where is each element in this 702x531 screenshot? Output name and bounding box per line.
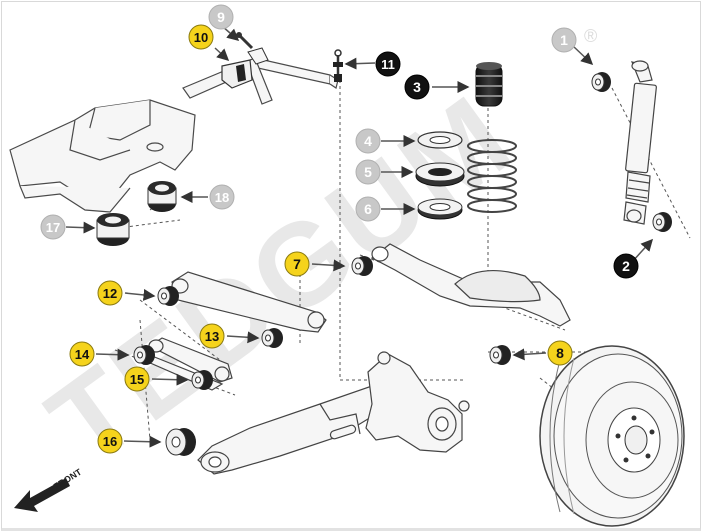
callout-badge <box>375 51 401 77</box>
spring-bearing <box>415 162 465 187</box>
callout-number: 14 <box>75 347 90 362</box>
spring-seat-upper <box>417 131 463 149</box>
subframe <box>9 99 196 213</box>
lower-link-outer-bushing <box>191 370 213 390</box>
callout-number: 3 <box>413 79 421 95</box>
callout-14: 14 <box>69 341 95 367</box>
callout-8: 8 <box>547 340 573 366</box>
callout-17: 17 <box>40 214 66 240</box>
spring-bump-stop <box>475 62 503 107</box>
callout-badge <box>209 184 235 210</box>
callout-2: 2 <box>613 253 639 279</box>
callout-number: 18 <box>215 190 229 205</box>
callout-15: 15 <box>124 366 150 392</box>
callout-badge <box>208 4 234 30</box>
front-arrow-icon <box>14 478 70 512</box>
callout-16: 16 <box>97 428 123 454</box>
callout-number: 13 <box>205 329 219 344</box>
stabilizer-bushing <box>221 47 269 89</box>
callout-badge <box>355 159 381 185</box>
stabilizer-link <box>333 49 343 82</box>
callout-number: 16 <box>103 434 117 449</box>
wheel-carrier <box>365 351 470 453</box>
callout-7: 7 <box>284 251 310 277</box>
callout-number: 7 <box>293 256 301 272</box>
front-direction: FRONT <box>14 467 84 512</box>
callout-12: 12 <box>97 280 123 306</box>
callout-9: 9 <box>208 4 234 30</box>
callout-number: 9 <box>217 9 225 25</box>
shock-bushing-upper <box>591 72 611 92</box>
callout-badge <box>199 323 225 349</box>
subframe-bushing-front <box>96 213 130 246</box>
callout-number: 8 <box>556 345 564 361</box>
callout-badge <box>69 341 95 367</box>
mounting-bolt <box>236 32 254 50</box>
callout-18: 18 <box>209 184 235 210</box>
watermark-registered: ® <box>584 26 597 46</box>
callout-badge <box>40 214 66 240</box>
upper-lateral-link <box>171 271 327 333</box>
subframe-bushing-rear <box>147 181 177 212</box>
spring-link-arm <box>370 243 571 327</box>
callout-number: 10 <box>194 30 208 45</box>
callout-badge <box>355 196 381 222</box>
callout-badge <box>404 74 430 100</box>
callout-number: 17 <box>46 220 60 235</box>
callout-number: 4 <box>364 133 372 149</box>
callout-number: 5 <box>364 164 372 180</box>
callout-badge <box>551 27 577 53</box>
leader-arrows <box>65 25 654 448</box>
shock-absorber <box>623 60 657 225</box>
callout-number: 11 <box>381 57 395 72</box>
spring-seat-lower <box>417 198 463 220</box>
lower-link-inner-bushing <box>133 345 155 365</box>
callout-6: 6 <box>355 196 381 222</box>
stabilizer-bar <box>182 57 339 105</box>
callout-5: 5 <box>355 159 381 185</box>
front-label: FRONT <box>52 467 84 492</box>
coil-spring <box>467 139 517 213</box>
callout-10: 10 <box>188 24 214 50</box>
callout-badge <box>124 366 150 392</box>
wheel <box>539 345 685 527</box>
callout-badge <box>613 253 639 279</box>
upper-link-outer-bushing <box>261 328 283 348</box>
callout-1: 1 <box>551 27 577 53</box>
callout-number: 15 <box>130 372 144 387</box>
shock-bushing-lower <box>652 212 672 232</box>
callout-4: 4 <box>355 128 381 154</box>
callout-number: 1 <box>560 32 568 48</box>
callout-number: 2 <box>622 258 630 274</box>
callout-3: 3 <box>404 74 430 100</box>
callout-badge <box>97 280 123 306</box>
carrier-bushing <box>489 345 511 365</box>
trailing-arm-bushing <box>165 428 196 456</box>
callout-badge <box>547 340 573 366</box>
callout-badge <box>284 251 310 277</box>
callout-badge <box>188 24 214 50</box>
callout-number: 6 <box>364 201 372 217</box>
callout-13: 13 <box>199 323 225 349</box>
callout-11: 11 <box>375 51 401 77</box>
trailing-arm <box>197 375 393 475</box>
callout-badge <box>355 128 381 154</box>
upper-link-inner-bushing <box>157 286 179 306</box>
spring-link-bushing <box>351 256 373 276</box>
callout-badge <box>97 428 123 454</box>
callout-number: 12 <box>103 286 117 301</box>
